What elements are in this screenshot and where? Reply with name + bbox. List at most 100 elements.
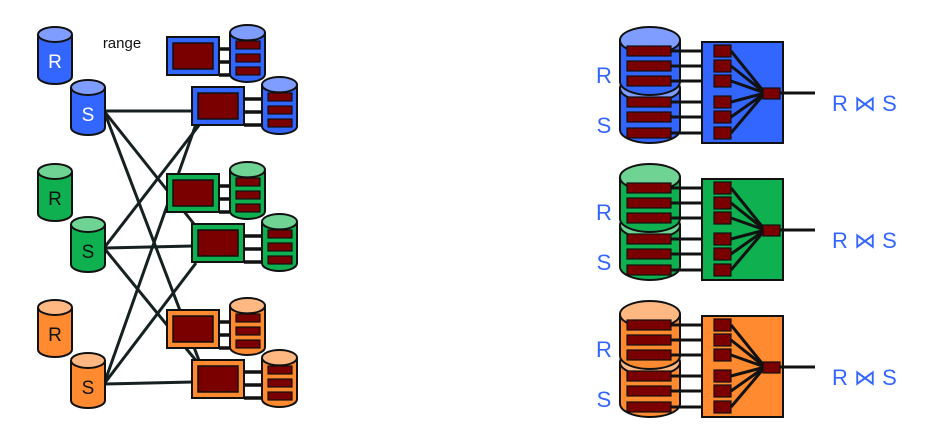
processor-core — [197, 365, 239, 393]
data-block — [626, 75, 672, 87]
input-buffer — [713, 126, 732, 140]
data-block — [626, 370, 672, 382]
merge-line — [730, 365, 766, 378]
partition-line — [102, 123, 198, 385]
processor-core — [197, 92, 239, 120]
merge-line — [730, 353, 766, 369]
join-result-label: R ⋈ S — [832, 91, 897, 116]
relation-s-label: S — [597, 387, 612, 412]
merge-line — [729, 229, 767, 271]
relation-r-label: R — [48, 189, 62, 210]
cylinder-top — [70, 79, 106, 96]
data-block — [626, 334, 672, 346]
processor-unit — [166, 24, 266, 83]
cylinder-top — [37, 299, 73, 316]
relation-s-label: S — [82, 242, 95, 263]
data-block — [235, 313, 261, 323]
relation-r-label: R — [596, 63, 612, 88]
merge-line — [729, 92, 767, 134]
data-block — [626, 233, 672, 245]
data-block — [626, 45, 672, 57]
merge-line — [729, 366, 767, 408]
data-block — [626, 319, 672, 331]
join-site-blue: RS R ⋈ S — [596, 26, 897, 144]
input-buffer — [713, 44, 732, 58]
merge-line — [730, 64, 766, 95]
data-block — [235, 53, 261, 63]
data-block — [235, 190, 261, 200]
processor-unit — [191, 349, 298, 408]
merge-line — [729, 50, 767, 94]
relation-r-cylinder — [37, 26, 73, 85]
processor-unit — [166, 161, 266, 220]
input-buffer — [713, 110, 732, 124]
merge-line — [730, 228, 766, 256]
relation-s-cylinder — [70, 79, 106, 136]
partition-line — [102, 262, 198, 385]
input-buffer — [713, 59, 732, 73]
merge-line — [730, 91, 766, 119]
cylinder-body — [37, 307, 73, 358]
merge-line — [730, 338, 766, 369]
data-block — [235, 326, 261, 336]
cylinder-body — [70, 360, 106, 409]
input-buffer — [713, 348, 732, 362]
cylinder-top — [37, 163, 73, 180]
site-group-blue: RS — [37, 24, 298, 136]
join-result-label: R ⋈ S — [832, 365, 897, 390]
cylinder-body — [37, 34, 73, 85]
data-block — [267, 365, 293, 375]
relation-s-label: S — [597, 113, 612, 138]
processor-core — [172, 179, 214, 207]
input-buffer — [713, 196, 732, 210]
merge-line — [729, 187, 767, 231]
cylinder-body — [70, 224, 106, 273]
data-block — [267, 378, 293, 388]
cylinder-top — [37, 26, 73, 43]
join-operator — [762, 224, 781, 237]
input-buffer — [713, 333, 732, 347]
data-block — [235, 66, 261, 76]
data-block — [626, 349, 672, 361]
cylinder-top — [261, 213, 298, 231]
partition-lines — [102, 109, 202, 386]
cylinder-top — [70, 352, 106, 369]
merge-line — [730, 201, 766, 232]
partition-line — [102, 123, 202, 249]
data-block — [235, 203, 261, 213]
input-buffer — [713, 181, 732, 195]
cylinder-top — [229, 24, 266, 42]
data-block — [626, 212, 672, 224]
merge-line — [730, 216, 766, 232]
data-block — [267, 242, 293, 252]
cylinder-top — [261, 76, 298, 94]
data-block — [235, 40, 261, 50]
relation-r-cylinder — [37, 299, 73, 358]
join-result-label: R ⋈ S — [832, 228, 897, 253]
data-block — [267, 92, 293, 102]
processor-core — [172, 315, 214, 343]
data-block — [626, 60, 672, 72]
relation-r-label: R — [48, 325, 62, 346]
processor-unit — [191, 76, 298, 135]
cylinder-top — [70, 216, 106, 233]
relation-s-label: S — [82, 378, 95, 399]
merge-line — [730, 79, 766, 95]
input-buffer — [713, 400, 732, 414]
input-buffer — [713, 384, 732, 398]
site-group-green: RS — [37, 161, 298, 273]
processor-core — [172, 42, 214, 70]
range-annotation: range — [103, 35, 141, 52]
relation-r-label: R — [596, 200, 612, 225]
relation-s-cylinder — [70, 352, 106, 409]
data-block — [267, 255, 293, 265]
input-buffer — [713, 74, 732, 88]
join-site-green: RSR ⋈ S — [596, 163, 897, 281]
join-operator — [762, 87, 781, 100]
input-buffer — [713, 247, 732, 261]
input-buffer — [713, 369, 732, 383]
data-block — [626, 264, 672, 276]
input-buffer — [713, 263, 732, 277]
